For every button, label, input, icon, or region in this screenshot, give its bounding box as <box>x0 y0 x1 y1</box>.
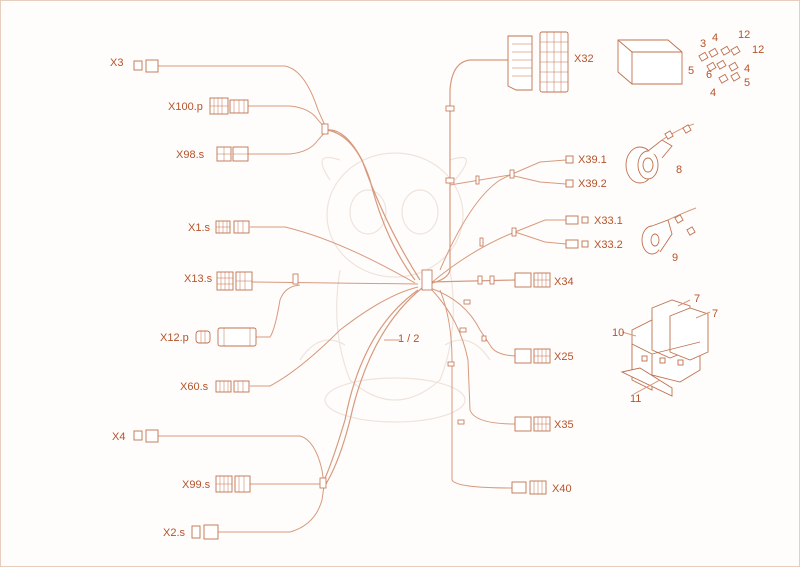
watermark-mascot <box>299 152 491 423</box>
fuse-box <box>620 299 711 397</box>
label-x98s: X98.s <box>176 149 205 161</box>
label-x13s: X13.s <box>184 273 213 285</box>
label-x34: X34 <box>554 276 574 288</box>
label-fuse-7b: 7 <box>712 308 718 320</box>
left-harness <box>158 65 423 533</box>
relay-block <box>617 39 741 85</box>
relay-num-5-left: 5 <box>688 65 694 77</box>
relay-num-6: 6 <box>706 69 712 81</box>
label-x39-2: X39.2 <box>578 178 607 190</box>
label-x3: X3 <box>110 57 123 69</box>
relay-num-3: 3 <box>700 38 706 50</box>
ignition-lock <box>625 123 695 184</box>
relay-num-12-right: 12 <box>752 44 764 56</box>
right-connector-icons <box>507 31 589 495</box>
label-x99s: X99.s <box>182 479 211 491</box>
label-ignition: 8 <box>676 164 682 176</box>
label-x33-2: X33.2 <box>594 239 623 251</box>
label-fuse-7a: 7 <box>694 293 700 305</box>
label-x40: X40 <box>552 483 572 495</box>
label-fuse-10: 10 <box>612 327 624 339</box>
label-x2s: X2.s <box>163 527 186 539</box>
connector-labels: X3 X100.p X98.s X1.s X13.s X12.p X60.s X… <box>110 53 623 539</box>
label-x4: X4 <box>112 431 125 443</box>
label-x35: X35 <box>554 419 574 431</box>
left-connector-icons <box>133 59 257 540</box>
relay-numbers: 3 4 12 12 5 6 4 5 4 <box>688 29 764 99</box>
label-x60s: X60.s <box>180 381 209 393</box>
relay-num-4-top: 4 <box>712 32 718 44</box>
section-label: 1 / 2 <box>398 333 419 345</box>
cable-ties <box>292 105 517 489</box>
label-x33-1: X33.1 <box>594 215 623 227</box>
relay-num-5-right: 5 <box>744 77 750 89</box>
component-labels: 8 9 7 7 10 11 <box>612 164 718 405</box>
right-harness <box>427 59 567 489</box>
relay-num-12-top: 12 <box>738 29 750 41</box>
label-x12p: X12.p <box>160 332 189 344</box>
label-x32: X32 <box>574 53 594 65</box>
label-x1s: X1.s <box>188 222 211 234</box>
label-x100p: X100.p <box>168 101 203 113</box>
label-fuse-11: 11 <box>630 393 641 405</box>
light-switch <box>641 207 697 255</box>
relay-num-4-right: 4 <box>744 63 750 75</box>
label-x25: X25 <box>554 351 574 363</box>
label-switch: 9 <box>672 252 678 264</box>
label-x39-1: X39.1 <box>578 154 607 166</box>
relay-num-4-bottom: 4 <box>710 87 716 99</box>
